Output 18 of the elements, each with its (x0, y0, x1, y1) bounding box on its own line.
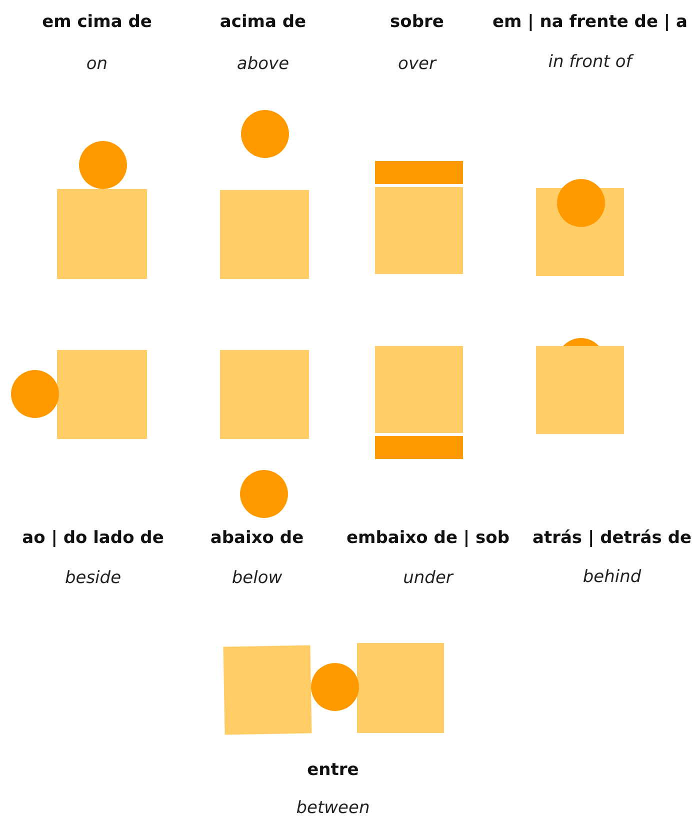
preposition-heading: ao | do lado de (22, 528, 164, 548)
preposition-heading: acima de (220, 12, 306, 32)
preposition-heading: embaixo de | sob (346, 528, 510, 548)
translation-text: beside (64, 568, 122, 588)
translation-text: over (398, 54, 436, 74)
preposition-heading: em cima de (42, 12, 152, 32)
translation-text: above (236, 54, 290, 74)
preposition-heading: sobre (390, 12, 444, 32)
preposition-heading: entre (307, 760, 359, 780)
preposition-heading: abaixo de (210, 528, 304, 548)
translation-text: behind (582, 567, 642, 587)
translation-text: between (296, 798, 370, 818)
translation-text: below (232, 568, 282, 588)
translation-text: in front of (548, 52, 632, 72)
preposition-heading: atrás | detrás de (532, 528, 692, 548)
translation-text: under (403, 568, 453, 588)
preposition-heading: em | na frente de | a (492, 12, 688, 32)
translation-text: on (86, 54, 108, 74)
